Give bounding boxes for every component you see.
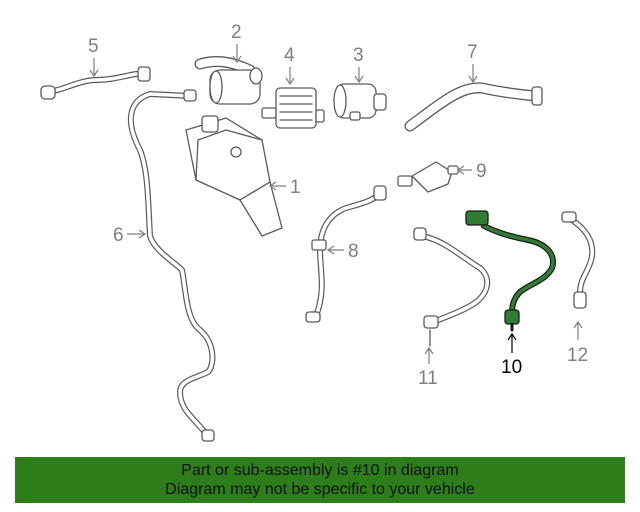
part-2-purge-valve[interactable] <box>194 56 263 105</box>
part-1-charcoal-canister[interactable] <box>185 115 283 237</box>
part-6-purge-line[interactable] <box>128 89 216 442</box>
callout-11: 11 <box>418 368 438 389</box>
part-3-solenoid[interactable] <box>333 83 387 121</box>
callout-6: 6 <box>113 225 124 246</box>
part-11-oxygen-sensor[interactable] <box>413 227 491 347</box>
part-7-vacuum-hose[interactable] <box>404 82 543 132</box>
callout-9: 9 <box>476 161 487 182</box>
callout-7: 7 <box>467 42 478 63</box>
part-12-oxygen-sensor[interactable] <box>561 211 596 309</box>
callout-10: 10 <box>501 357 522 378</box>
callout-12: 12 <box>567 345 588 366</box>
part-5-vent-hose[interactable] <box>40 66 151 100</box>
callout-5: 5 <box>88 36 99 57</box>
callout-2: 2 <box>231 22 242 43</box>
info-banner: Part or sub-assembly is #10 in diagram D… <box>15 457 625 503</box>
part-8-oxygen-sensor[interactable] <box>305 185 387 323</box>
callout-4: 4 <box>284 45 295 66</box>
callout-1: 1 <box>290 177 301 198</box>
part-10-highlighted-sensor[interactable] <box>465 210 556 332</box>
part-9-sensor[interactable] <box>397 161 459 193</box>
callout-3: 3 <box>353 45 364 66</box>
callout-8: 8 <box>348 241 359 262</box>
part-4-valve-module[interactable] <box>261 87 325 129</box>
banner-line-1: Part or sub-assembly is #10 in diagram <box>181 462 459 479</box>
banner-line-2: Diagram may not be specific to your vehi… <box>165 481 475 498</box>
